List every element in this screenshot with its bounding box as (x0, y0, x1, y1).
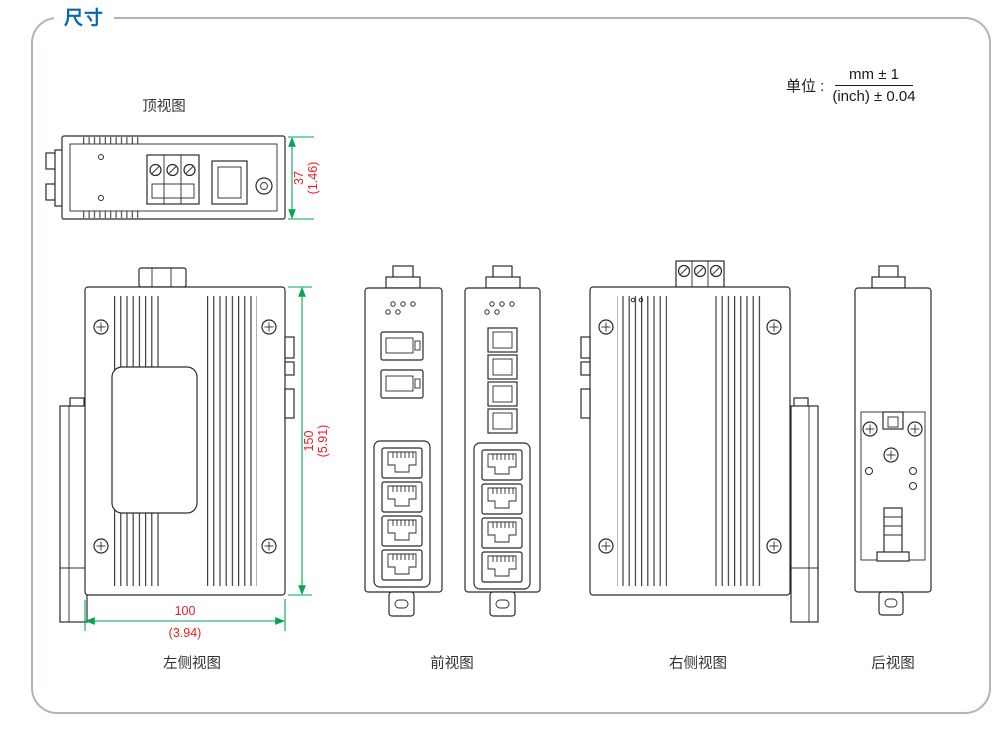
left-view-label-plate (111, 366, 198, 514)
rj45-port-block (373, 440, 431, 588)
left-view-label: 左侧视图 (163, 656, 221, 672)
panel-top-cap (385, 276, 421, 289)
left-view-side-connectors (284, 336, 295, 419)
led-indicators (385, 301, 416, 315)
top-view-label: 顶视图 (142, 99, 186, 115)
front-panel-fiber (364, 265, 443, 617)
right-view-din-bracket (790, 397, 819, 623)
sfp-slot-1 (380, 331, 424, 361)
left-view-fins-right (207, 296, 257, 586)
front-view-drawing (364, 265, 541, 617)
port-slot-1 (487, 327, 518, 353)
front-view-label: 前视图 (430, 656, 474, 672)
corner-screw (261, 319, 277, 335)
right-view-label: 右侧视图 (669, 656, 727, 672)
right-view-fins-left (617, 296, 667, 586)
corner-screw (261, 538, 277, 554)
top-view-screw-hole (98, 195, 104, 201)
din-spring-clip (876, 507, 910, 562)
right-side-view-drawing (580, 260, 819, 623)
vent-hole (638, 297, 644, 303)
corner-screw (93, 319, 109, 335)
svg-text:150: 150 (302, 431, 316, 452)
right-view-fins-right (711, 296, 761, 586)
rear-view-drawing (854, 265, 932, 616)
svg-text:37: 37 (292, 171, 306, 185)
units-label: 单位 : (786, 78, 825, 95)
svg-text:100: 100 (175, 604, 196, 618)
corner-screw (93, 538, 109, 554)
units-mm: mm ± 1 (835, 66, 913, 86)
right-view-terminal-block-top (675, 260, 725, 288)
content-frame (31, 17, 991, 714)
corner-screw (766, 319, 782, 335)
dimension-depth-37: 37 (1.46) (288, 136, 320, 220)
dimension-height-150: 150 (5.91) (288, 286, 330, 596)
top-view-inner-outline (69, 143, 278, 212)
corner-screw (598, 319, 614, 335)
vent-hole (630, 297, 636, 303)
corner-screw (598, 538, 614, 554)
page-title: 尺寸 (54, 3, 115, 30)
top-view-screw-hole (98, 154, 104, 160)
port-slot-2 (487, 354, 518, 380)
rj45-port-block (473, 442, 531, 590)
units-inch: (inch) ± 0.04 (832, 88, 916, 105)
corner-screw (766, 538, 782, 554)
sfp-slot-2 (380, 369, 424, 399)
top-view-fin-ticks-bottom (80, 211, 142, 218)
top-view-drawing: 37 (1.46) (45, 135, 320, 220)
left-side-view-drawing: 150 (5.91) 100 (3.94) (59, 267, 330, 640)
right-view-side-connectors (580, 336, 591, 419)
svg-text:(3.94): (3.94) (169, 626, 202, 640)
svg-text:(1.46): (1.46) (306, 162, 320, 195)
mounting-tab (489, 591, 516, 617)
led-indicators (484, 301, 515, 315)
top-view-ground-screw (255, 177, 273, 195)
top-view-ethernet-port (211, 160, 248, 205)
rear-view-label: 后视图 (871, 656, 915, 672)
dimension-width-100: 100 (3.94) (84, 599, 286, 640)
left-view-din-bracket (59, 397, 88, 623)
top-view-terminal-block (146, 154, 200, 205)
units-annotation: 单位 : mm ± 1 (inch) ± 0.04 (786, 66, 916, 105)
mounting-tab (388, 591, 415, 617)
rear-top-cap (871, 276, 906, 289)
front-panel-copper (464, 265, 541, 617)
left-view-top-cap (138, 267, 187, 288)
top-view-fin-ticks-top (80, 137, 142, 144)
port-slot-4 (487, 408, 518, 434)
top-view-din-clip (45, 149, 64, 207)
panel-top-cap (485, 276, 521, 289)
port-slot-3 (487, 381, 518, 407)
svg-text:(5.91): (5.91) (316, 425, 330, 458)
units-fraction: mm ± 1 (inch) ± 0.04 (832, 66, 915, 105)
mounting-tab (878, 591, 904, 616)
